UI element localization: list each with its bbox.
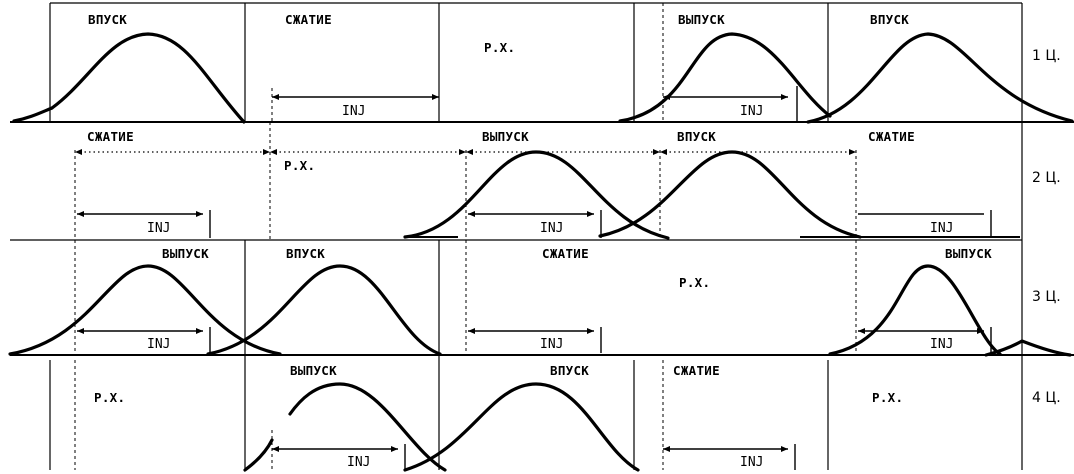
lift-curve-r4-intake — [403, 382, 640, 472]
lift-curve-r1-intake-2 — [806, 32, 1074, 124]
lift-curve-r4-exhaust — [288, 382, 447, 472]
inj-r1-2 — [663, 86, 798, 122]
inj-label: INJ — [540, 337, 563, 352]
lift-curve-r2-intake — [598, 150, 862, 239]
inj-label: INJ — [342, 104, 365, 119]
phase-label-r1-c2: СЖАТИЕ — [285, 12, 332, 27]
lift-curve-r3-intake — [206, 264, 442, 356]
phase-label-r3-c2: ВПУСК — [286, 246, 325, 261]
phase-labels: ВПУСК СЖАТИЕ Р.Х. ВЫПУСК ВПУСК СЖАТИЕ Р.… — [87, 12, 992, 405]
inj-r2-3 — [858, 210, 992, 238]
phase-label-r2-c5: СЖАТИЕ — [868, 129, 915, 144]
row-2-range-arrows — [75, 149, 856, 155]
inj-label: INJ — [347, 455, 370, 470]
phase-label-r4-c1: Р.Х. — [94, 390, 125, 405]
lift-curves — [8, 32, 1074, 472]
cylinder-label-2: 2 Ц. — [1032, 170, 1061, 186]
inj-r3-1 — [77, 327, 211, 353]
lift-curve-r2-exhaust — [403, 150, 670, 240]
cylinder-label-4: 4 Ц. — [1032, 390, 1061, 406]
inj-label: INJ — [740, 104, 763, 119]
phase-label-r1-c4: ВЫПУСК — [678, 12, 725, 27]
inj-r3-3 — [858, 327, 992, 353]
phase-label-r4-c2: ВЫПУСК — [290, 363, 337, 378]
lift-curve-r3-tail-right — [984, 339, 1072, 357]
injection-labels: INJ INJ INJ INJ INJ INJ INJ INJ INJ INJ — [147, 104, 953, 470]
phase-label-r1-c3: Р.Х. — [484, 40, 515, 55]
phase-label-r1-c1: ВПУСК — [88, 12, 127, 27]
inj-label: INJ — [147, 337, 170, 352]
phase-label-r2-c2: Р.Х. — [284, 158, 315, 173]
inj-r2-2 — [468, 210, 602, 238]
phase-label-r3-c4: Р.Х. — [679, 275, 710, 290]
injection-brackets — [77, 86, 992, 470]
inj-label: INJ — [147, 221, 170, 236]
cylinder-label-3: 3 Ц. — [1032, 289, 1061, 305]
inj-label: INJ — [930, 337, 953, 352]
phase-markers — [74, 3, 857, 470]
phase-label-r3-c3: СЖАТИЕ — [542, 246, 589, 261]
phase-label-r2-c3: ВЫПУСК — [482, 129, 529, 144]
inj-label: INJ — [740, 455, 763, 470]
lift-curve-r1-tail-left — [12, 106, 54, 123]
phase-label-r4-c5: Р.Х. — [872, 390, 903, 405]
inj-r3-2 — [468, 327, 602, 353]
lift-curve-r1-intake-1 — [50, 32, 246, 124]
inj-r2-1 — [77, 210, 211, 238]
inj-r4-2 — [663, 444, 796, 470]
cylinder-labels: 1 Ц. 2 Ц. 3 Ц. 4 Ц. — [1032, 48, 1061, 406]
phase-label-r3-c5: ВЫПУСК — [945, 246, 992, 261]
cylinder-label-1: 1 Ц. — [1032, 48, 1061, 64]
phase-label-r4-c3: ВПУСК — [550, 363, 589, 378]
grid — [10, 2, 1023, 470]
baselines — [10, 121, 1074, 356]
inj-label: INJ — [540, 221, 563, 236]
inj-r1-1 — [272, 94, 439, 100]
phase-label-r3-c1: ВЫПУСК — [162, 246, 209, 261]
range-arrowheads — [75, 149, 856, 155]
phase-label-r4-c4: СЖАТИЕ — [673, 363, 720, 378]
phase-label-r2-c4: ВПУСК — [677, 129, 716, 144]
lift-curve-r3-exhaust — [8, 264, 282, 356]
inj-r4-1 — [272, 444, 406, 470]
inj-label: INJ — [930, 221, 953, 236]
phase-label-r2-c1: СЖАТИЕ — [87, 129, 134, 144]
lift-curve-r1-exhaust — [618, 32, 832, 123]
phase-label-r1-c5: ВПУСК — [870, 12, 909, 27]
lift-curve-r3-exhaust-2 — [828, 264, 1002, 356]
lift-curve-r4-power-tail — [243, 438, 274, 472]
